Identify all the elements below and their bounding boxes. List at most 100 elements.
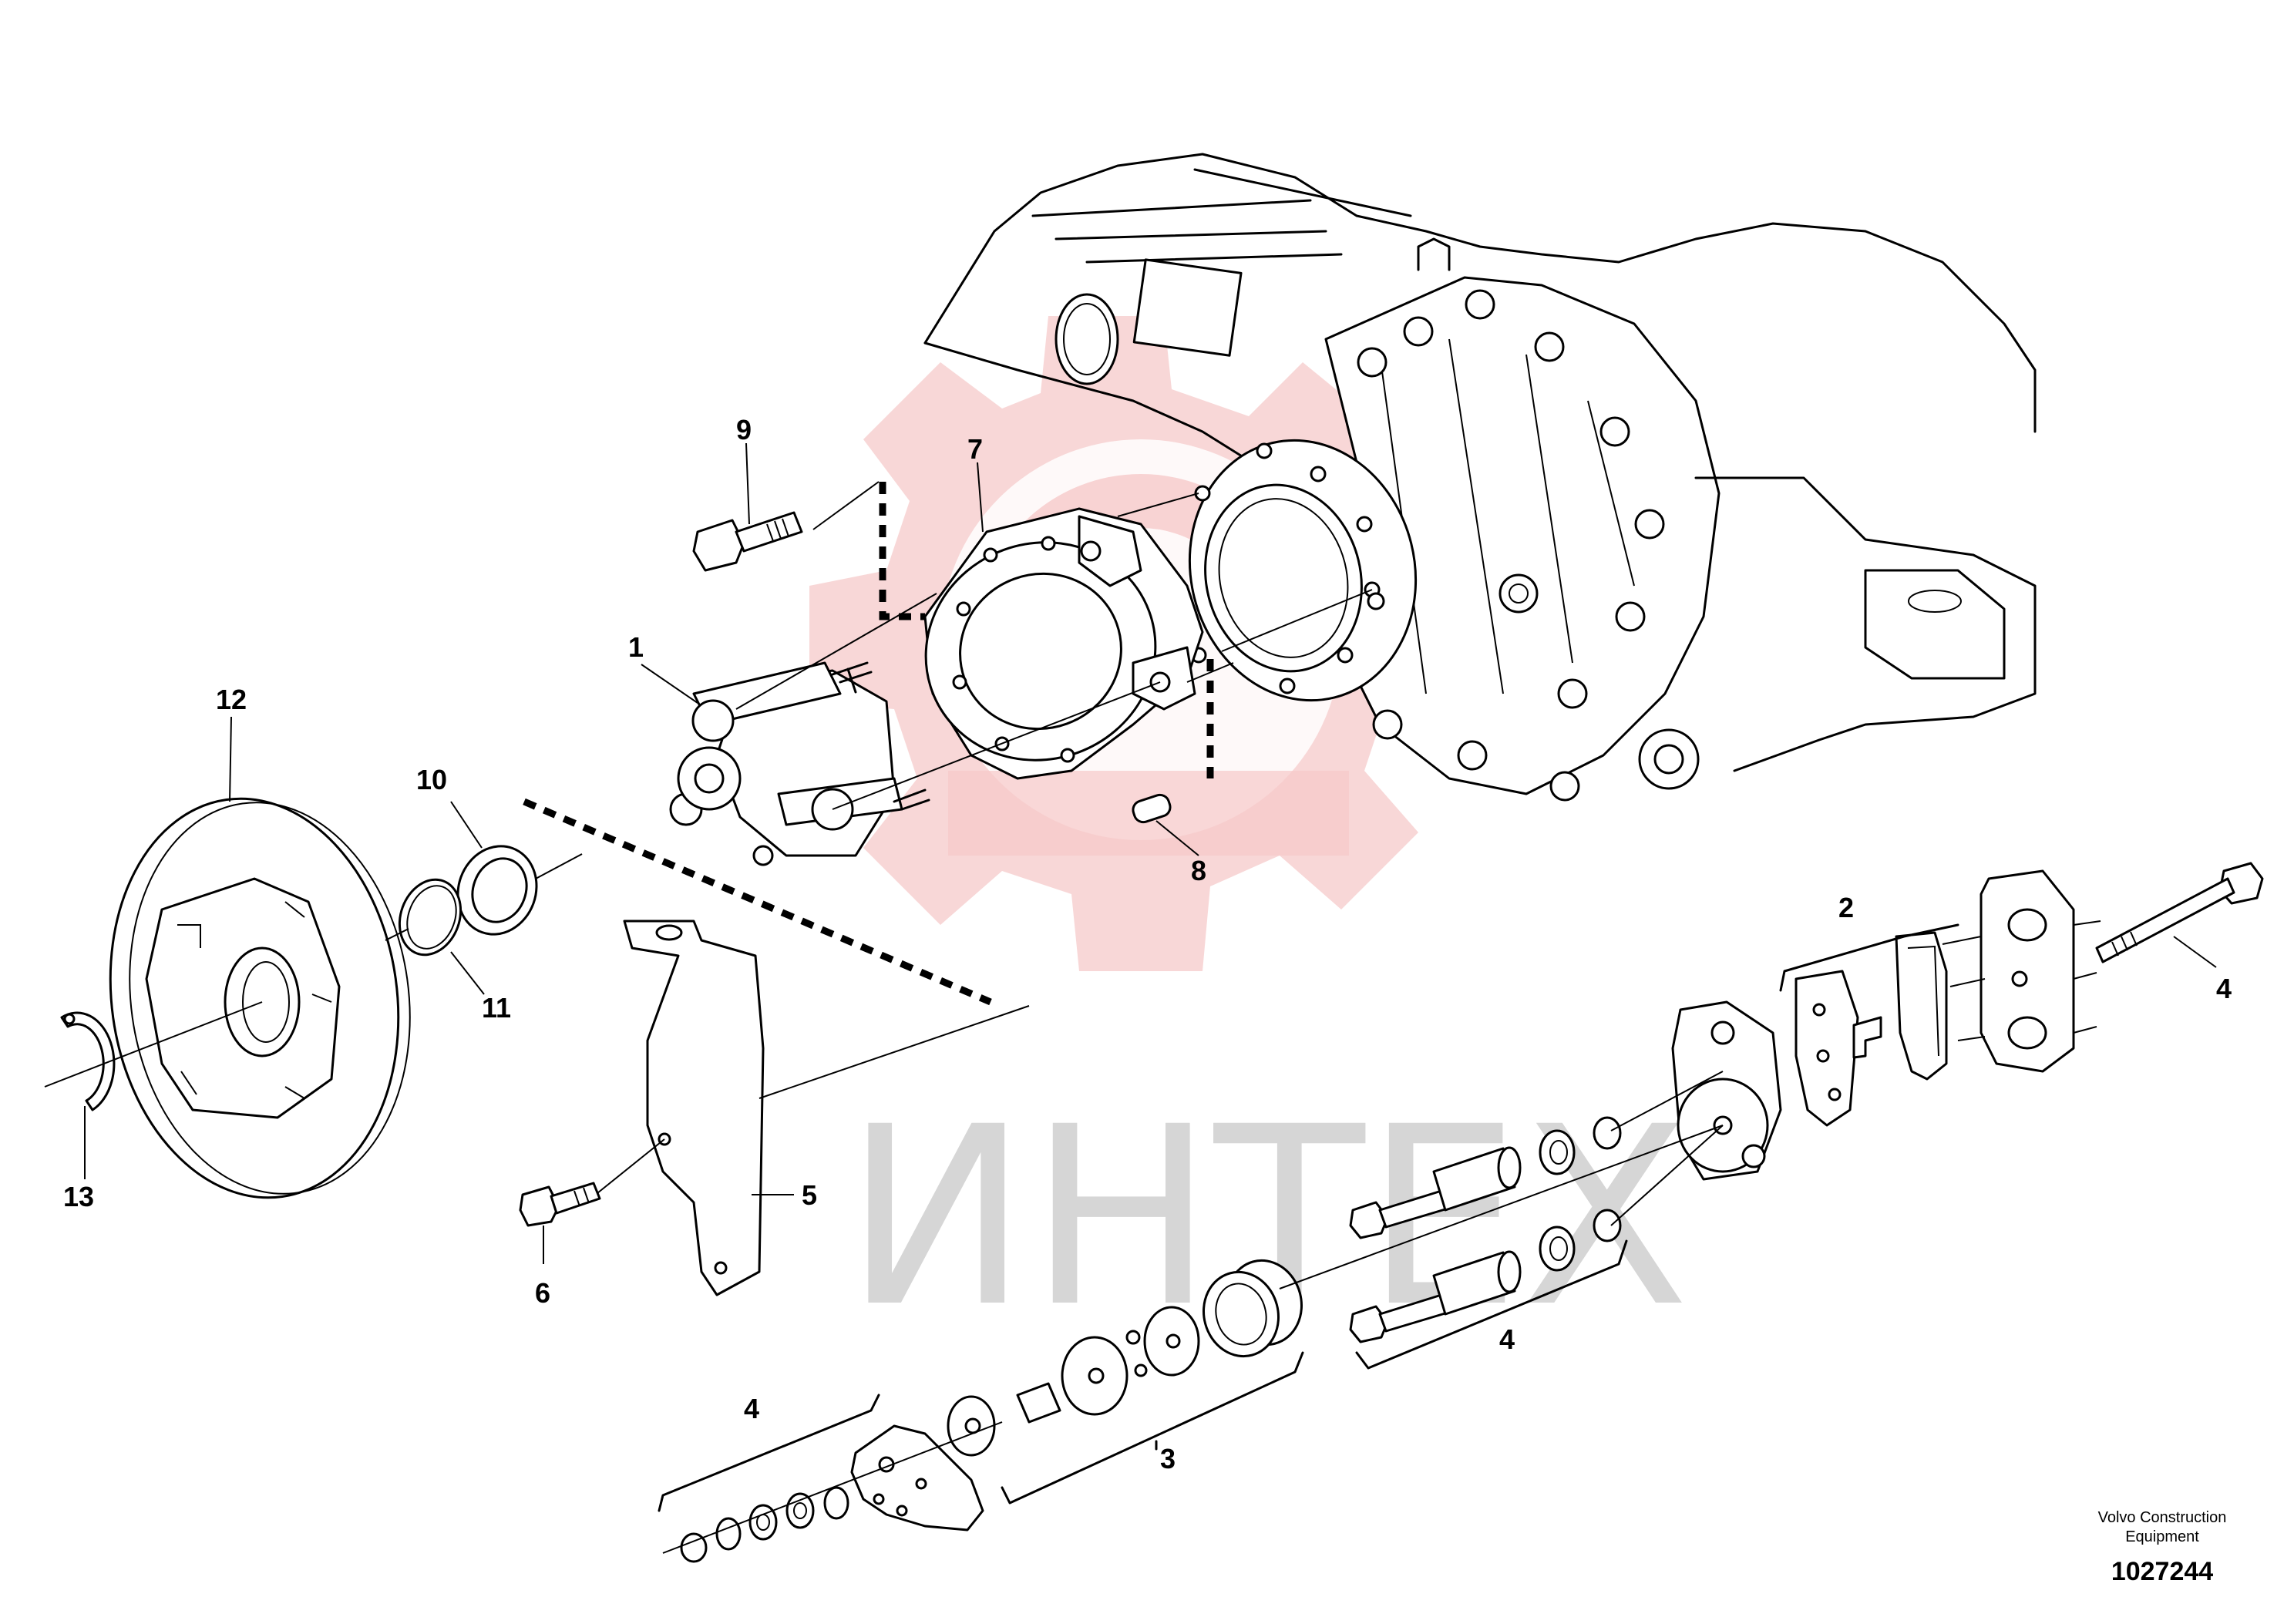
pad-hole [1812,1003,1826,1017]
axle-housing-upper-outline [923,153,2037,433]
axle-oval-cover-inner [1063,303,1111,375]
nut [1593,1116,1622,1150]
nut-small [680,1532,708,1563]
bracket-group-2 [1779,923,1959,992]
axle-nameplate [1132,258,1243,357]
part-2-brake-pads [1794,931,1948,1127]
flange-hole [1367,592,1385,610]
label-8: 8 [1191,855,1206,886]
part-4-bolt-set-lower [1349,1209,1622,1343]
axis-line [1279,1125,1724,1289]
pad-plate-left [1794,970,1859,1127]
snap-ring-body [60,1011,116,1111]
washer-small [823,1486,849,1520]
lever-plate [850,1424,984,1532]
label-2: 2 [1838,892,1854,923]
flange-hole [1310,466,1327,482]
washer-inner [1549,1236,1568,1261]
washer-inner [1549,1140,1568,1165]
callout-labels: 1 2 3 4 4 4 5 6 7 8 9 10 11 12 13 [63,414,2232,1474]
bracket-plate-hole [1080,540,1102,562]
axle-housing [923,153,2037,802]
flange-hole [1194,485,1211,502]
leader-4-right [2173,936,2217,968]
axis-line [44,1001,263,1088]
label-4-low: 4 [744,1393,759,1424]
label-1: 1 [628,631,644,663]
part-13-snap-ring [60,1011,116,1111]
axle-housing-ribs [1031,168,1412,264]
footer-company-line2: Equipment [2125,1528,2199,1545]
flange-hole [1337,647,1354,664]
label-9: 9 [736,414,752,446]
dowel-pin-body [1132,793,1172,824]
label-12: 12 [216,684,247,715]
part-8-dowel-pin [1132,793,1172,824]
differential-carrier [1324,276,1720,795]
bracket-plate-hole [983,547,998,563]
bracket-5-body [623,920,765,1296]
part-9-bolt [692,511,803,572]
axis-line [1942,936,1982,945]
washer-small [748,1504,778,1541]
part-6-bolt [519,1182,601,1227]
part-1-brake-caliper [669,661,930,866]
bolt-6-head [519,1185,560,1227]
washer [1539,1226,1576,1272]
right-caliper-hole [2011,970,2028,987]
bracket-5-hole-top [655,924,683,941]
leader-10 [450,801,483,849]
drain-plug [1498,573,1539,614]
piston-cup [1202,1270,1280,1358]
axis-line [385,928,409,941]
o-ring-11-inner [406,885,457,950]
footer-diagram-number: 1027244 [2111,1557,2213,1586]
right-caliper-housing [1980,869,2075,1073]
carrier-bolt [1534,331,1565,362]
carrier-bolt [1465,289,1495,320]
axis-line [662,1421,1003,1554]
leader-7 [977,462,984,533]
carrier-bolt [1599,416,1630,447]
right-caliper-bore [2007,908,2047,942]
label-6: 6 [535,1277,550,1309]
bushing [1432,1147,1516,1212]
axle-flange-bore-inner [1218,498,1349,658]
seal-10-inner [471,857,528,923]
dashed-alignment-lines [523,482,1214,1006]
label-11: 11 [482,992,511,1024]
bracket-plate-hole [956,601,971,617]
axis-line [535,853,583,879]
axle-flange-bore [1204,483,1363,673]
pad-hole [1816,1049,1830,1063]
bushing-end [1497,1146,1522,1189]
bolt-6-thread [574,1187,590,1207]
carrier-bolt [1557,678,1588,709]
carrier-bolt [1634,509,1665,540]
label-5: 5 [802,1179,817,1211]
label-4-right: 4 [2216,973,2232,1004]
footer-company-line1: Volvo Construction [2098,1509,2227,1526]
bracket-plate-hole [952,674,967,690]
pad-friction [1907,945,1939,1057]
part-11-o-ring [398,878,462,957]
bracket-5-hole [714,1261,728,1275]
axis-line [832,681,1161,810]
lever-hole [873,1493,885,1505]
long-bolt-thread [2111,931,2138,957]
washer-small [785,1492,815,1529]
axis-line [1957,1036,1986,1041]
washer-small-inner [793,1502,807,1519]
axle-housing-lower-outline [923,341,1266,472]
flange-hole [1256,442,1273,459]
axis-line [2073,1026,2097,1034]
piston-ball [1134,1363,1148,1377]
middle-caliper-hole [1710,1020,1735,1045]
part-12-brake-disc [109,797,411,1199]
axis-line [2073,920,2101,926]
bracket-plate-hole [1060,748,1075,763]
axis-line [1610,1125,1724,1226]
flange-hole [1279,678,1296,694]
